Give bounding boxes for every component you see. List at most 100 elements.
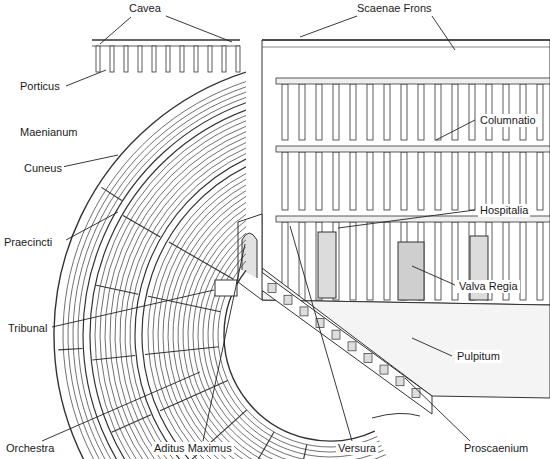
part-label: Porticus bbox=[18, 80, 62, 93]
seat-row bbox=[153, 179, 405, 459]
seat-row bbox=[78, 97, 436, 459]
facade-column bbox=[299, 84, 305, 140]
portico-column bbox=[96, 46, 100, 72]
facade-column bbox=[435, 152, 441, 210]
proscaenium-wall bbox=[256, 268, 432, 414]
scaenae-frons-wall bbox=[262, 40, 550, 305]
part-label: Versura bbox=[336, 442, 378, 455]
facade-column bbox=[333, 84, 339, 140]
part-label: Columnatio bbox=[478, 114, 538, 127]
facade-column bbox=[316, 84, 322, 140]
cornice bbox=[276, 78, 550, 84]
facade-column bbox=[503, 84, 509, 140]
facade-column bbox=[520, 152, 526, 210]
seat-row bbox=[193, 227, 388, 459]
seat-row bbox=[83, 103, 434, 459]
proscaenium-niches bbox=[268, 284, 420, 398]
stair-aisle bbox=[102, 187, 122, 200]
niche bbox=[412, 388, 420, 397]
facade-column bbox=[350, 222, 356, 300]
portico-column bbox=[152, 46, 156, 72]
part-label: Maenianum bbox=[18, 126, 79, 139]
niche bbox=[396, 377, 404, 386]
facade-column bbox=[469, 84, 475, 140]
seat-row bbox=[110, 132, 423, 459]
niche bbox=[364, 353, 372, 362]
facade-column bbox=[316, 152, 322, 210]
facade-column bbox=[435, 84, 441, 140]
stair-aisle bbox=[58, 349, 82, 350]
versura-block bbox=[238, 214, 262, 300]
portico-column bbox=[194, 46, 198, 72]
facade-column bbox=[537, 222, 543, 300]
roof-line bbox=[262, 39, 550, 41]
part-label: Hospitalia bbox=[478, 204, 530, 217]
portico-column bbox=[138, 46, 142, 72]
part-label: Tribunal bbox=[6, 322, 49, 335]
leader-lines bbox=[42, 16, 475, 441]
seat-row bbox=[54, 72, 447, 459]
seat-row bbox=[188, 221, 390, 459]
seat-row bbox=[203, 240, 384, 459]
facade-column bbox=[384, 152, 390, 210]
niche bbox=[268, 284, 276, 293]
cavea-tiers bbox=[54, 72, 447, 459]
seat-row bbox=[173, 202, 396, 459]
seat-row bbox=[148, 174, 407, 459]
stair-aisle bbox=[96, 285, 138, 294]
niche bbox=[332, 330, 340, 339]
roof-line bbox=[262, 47, 550, 48]
facade-column bbox=[503, 152, 509, 210]
seat-row bbox=[105, 126, 425, 459]
niche bbox=[284, 295, 292, 304]
seat-row bbox=[142, 167, 409, 459]
part-label: Pulpitum bbox=[455, 350, 502, 363]
seat-row bbox=[130, 153, 415, 459]
niche bbox=[348, 342, 356, 351]
portico-column bbox=[208, 46, 212, 72]
facade-column bbox=[367, 84, 373, 140]
part-label: Valva Regia bbox=[457, 280, 520, 293]
stair-aisle bbox=[169, 242, 233, 279]
facade-column bbox=[537, 152, 543, 210]
seat-row bbox=[90, 110, 431, 459]
seat-row bbox=[63, 82, 443, 459]
facade-column bbox=[486, 84, 492, 140]
facade-column bbox=[520, 222, 526, 300]
facade-column bbox=[367, 222, 373, 300]
facade-column bbox=[486, 152, 492, 210]
facade-column bbox=[384, 84, 390, 140]
stair-aisle bbox=[92, 355, 135, 359]
columnatio-facade bbox=[276, 78, 550, 300]
portico-column bbox=[236, 46, 240, 72]
seat-row bbox=[178, 208, 394, 459]
stair-aisle bbox=[148, 296, 220, 311]
seat-row bbox=[183, 214, 392, 459]
part-label: Scaenae Frons bbox=[355, 2, 434, 15]
portico-column bbox=[180, 46, 184, 72]
part-label: Orchestra bbox=[4, 442, 56, 455]
facade-column bbox=[350, 84, 356, 140]
part-label: Proscaenium bbox=[462, 442, 530, 455]
portico-column bbox=[222, 46, 226, 72]
valva-regia-door bbox=[398, 242, 424, 300]
seat-row bbox=[163, 191, 401, 459]
facade-column bbox=[367, 152, 373, 210]
stair-curve bbox=[372, 413, 420, 418]
part-label: Cavea bbox=[127, 2, 163, 15]
seat-row bbox=[95, 116, 429, 459]
tribunal-box bbox=[215, 280, 237, 296]
seat-row bbox=[135, 159, 412, 459]
seat-row bbox=[158, 185, 403, 459]
facade-column bbox=[299, 152, 305, 210]
part-label: Cuneus bbox=[22, 162, 64, 175]
stair-aisle bbox=[145, 347, 219, 355]
seat-row bbox=[168, 196, 398, 459]
porticus-colonnade bbox=[92, 40, 240, 72]
facade-column bbox=[452, 152, 458, 210]
portico-column bbox=[166, 46, 170, 72]
seat-row bbox=[198, 233, 386, 459]
part-label: Aditus Maximus bbox=[152, 442, 234, 455]
facade-column bbox=[384, 222, 390, 300]
